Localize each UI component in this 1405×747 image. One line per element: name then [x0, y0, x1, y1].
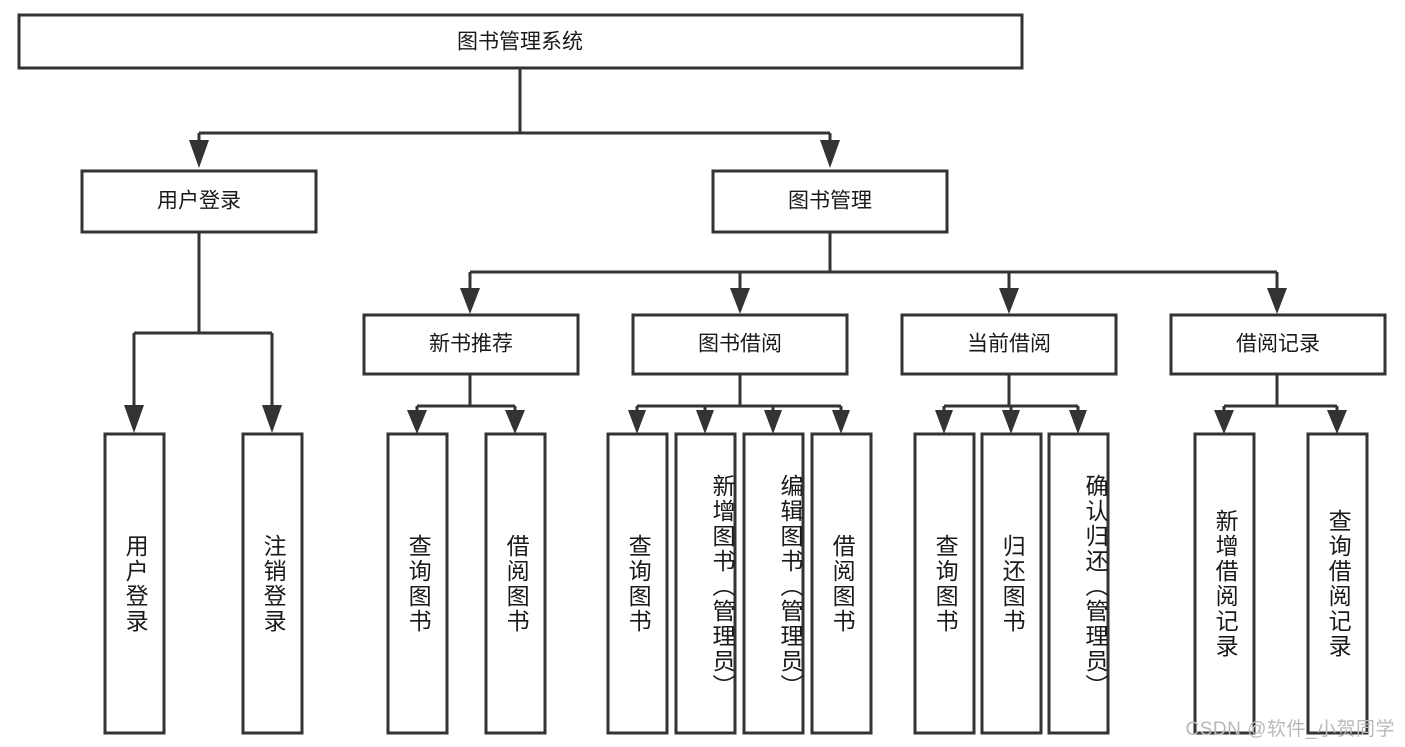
node-user-login-rect[interactable] — [80, 169, 318, 234]
arrow-head-current-borrow — [999, 288, 1019, 314]
leaf-user-login-rect[interactable] — [103, 432, 166, 735]
node-book-manage-label: 图书管理 — [788, 190, 872, 213]
leaf-edit-book-rect[interactable] — [742, 432, 805, 735]
arrow-head-book-manage — [820, 140, 840, 168]
arrow-head-leaf-return-book — [1002, 410, 1020, 434]
arrow-head-leaf-add-record — [1214, 410, 1234, 434]
leaf-confirm-return-rect[interactable] — [1047, 432, 1110, 735]
node-book-borrow[interactable]: 图书借阅 — [631, 313, 849, 376]
arrow-head-leaf-confirm-return — [1069, 410, 1087, 434]
arrow-head-leaf-query-record — [1327, 410, 1347, 434]
arrow-head-leaf-query-book-1 — [407, 410, 427, 434]
arrow-head-leaf-borrow-book-2 — [832, 410, 850, 434]
node-book-manage[interactable]: 图书管理 — [711, 169, 949, 234]
arrow-head-leaf-add-book — [696, 410, 714, 434]
leaf-borrow-book-1-rect[interactable] — [484, 432, 547, 735]
leaf-borrow-book-2-rect[interactable] — [810, 432, 873, 735]
arrow-head-leaf-edit-book — [764, 410, 782, 434]
arrow-head-new-book-rec — [460, 288, 480, 314]
node-root-rect[interactable] — [17, 13, 1024, 70]
leaf-query-book-1-rect[interactable] — [386, 432, 449, 735]
leaf-add-book-rect[interactable] — [674, 432, 737, 735]
leaf-add-record-rect[interactable] — [1193, 432, 1256, 735]
node-new-book-rec-label: 新书推荐 — [429, 333, 513, 356]
connector-layer — [124, 68, 1347, 434]
node-user-login-label: 用户登录 — [157, 190, 241, 213]
arrow-head-leaf-logout — [262, 405, 282, 433]
node-new-book-rec-rect[interactable] — [362, 313, 580, 376]
csdn-watermark: CSDN @软件_小贺同学 — [1185, 719, 1395, 740]
node-borrow-record-label: 借阅记录 — [1236, 333, 1320, 356]
node-root-label: 图书管理系统 — [457, 31, 583, 54]
arrow-head-book-borrow — [730, 288, 750, 314]
arrow-head-leaf-query-book-2 — [628, 410, 646, 434]
node-borrow-record-rect[interactable] — [1169, 313, 1387, 376]
node-borrow-record[interactable]: 借阅记录 — [1169, 313, 1387, 376]
node-book-borrow-label: 图书借阅 — [698, 333, 782, 356]
node-new-book-rec[interactable]: 新书推荐 — [362, 313, 580, 376]
node-root[interactable]: 图书管理系统 — [17, 13, 1024, 70]
node-layer-leaves — [103, 432, 1369, 735]
arrow-head-leaf-borrow-book-1 — [505, 410, 525, 434]
leaf-query-record-rect[interactable] — [1306, 432, 1369, 735]
node-current-borrow-label: 当前借阅 — [967, 333, 1051, 356]
leaf-query-book-3-rect[interactable] — [913, 432, 976, 735]
leaf-logout-rect[interactable] — [241, 432, 304, 735]
node-book-manage-rect[interactable] — [711, 169, 949, 234]
arrow-head-user-login — [189, 140, 209, 168]
node-current-borrow-rect[interactable] — [900, 313, 1118, 376]
node-layer-horizontal: 图书管理系统 用户登录 图书管理 新书推荐 图书借阅 当前借阅 — [17, 13, 1387, 376]
arrow-head-borrow-record — [1267, 288, 1287, 314]
node-current-borrow[interactable]: 当前借阅 — [900, 313, 1118, 376]
leaf-query-book-2-rect[interactable] — [606, 432, 669, 735]
arrow-head-leaf-user-login — [124, 405, 144, 433]
node-user-login[interactable]: 用户登录 — [80, 169, 318, 234]
node-book-borrow-rect[interactable] — [631, 313, 849, 376]
arrow-head-leaf-query-book-3 — [935, 410, 953, 434]
leaf-return-book-rect[interactable] — [980, 432, 1043, 735]
